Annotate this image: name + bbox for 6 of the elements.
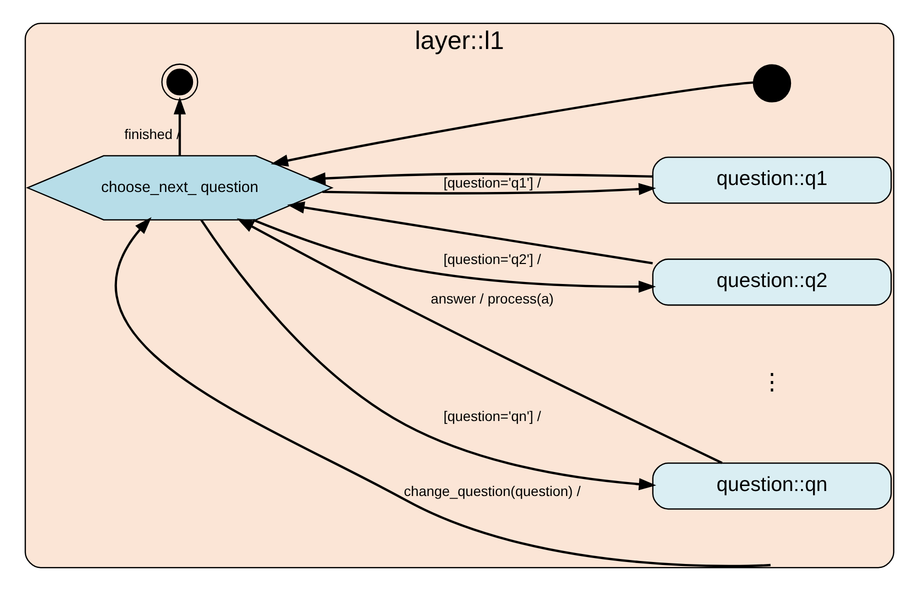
label: ⋮ bbox=[760, 368, 783, 395]
edge-label: [question='qn'] / bbox=[442, 408, 541, 424]
edge-label: answer / process(a) bbox=[430, 290, 554, 307]
edge-label: [question='q1'] / bbox=[442, 174, 541, 191]
edge-label: change_question(question) / bbox=[403, 482, 580, 499]
edge-label: [question='q2'] / bbox=[442, 251, 541, 268]
